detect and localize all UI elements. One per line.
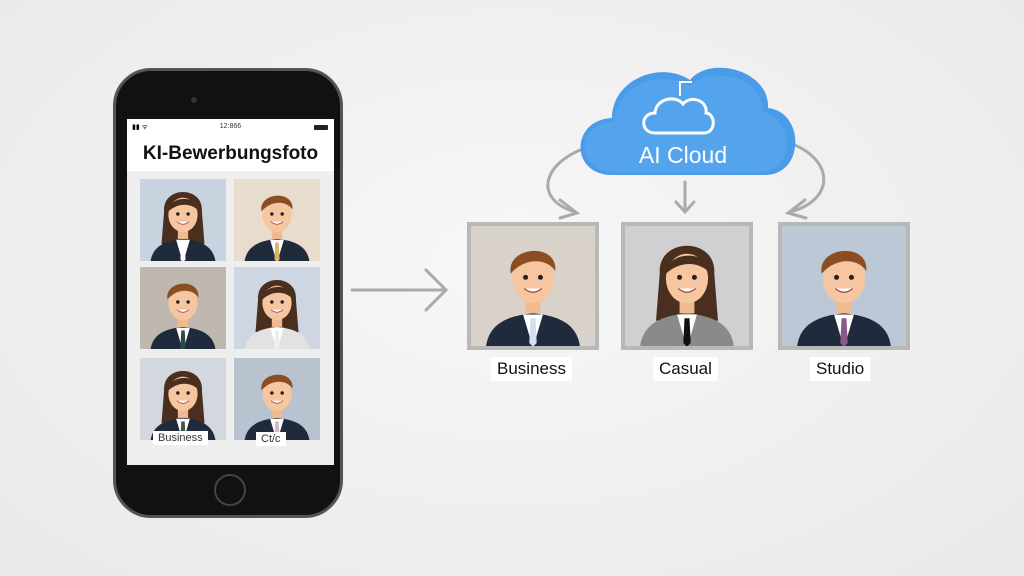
output-photo-business: [467, 222, 599, 350]
portrait-illustration: [234, 179, 320, 261]
thumbnail-label: Ct/c: [256, 432, 286, 446]
portrait-illustration: [234, 358, 320, 440]
smartphone: ▮▮ ᯤ 12:866 KI-Bewerbungsfoto: [113, 68, 343, 518]
cloud-shape: [580, 67, 796, 175]
output-label-business: Business: [491, 357, 572, 381]
cloud-to-studio-arrow: [784, 141, 826, 220]
portrait-illustration: [625, 226, 749, 346]
thumbnail-photo[interactable]: [140, 358, 226, 440]
cloud-label: AI Cloud: [638, 142, 728, 168]
battery-icon: [314, 125, 328, 130]
status-time: 12:866: [219, 123, 242, 130]
cloud-to-casual-arrow: [674, 180, 696, 215]
camera-dot: [191, 97, 197, 103]
portrait-illustration: [234, 267, 320, 349]
output-label-casual: Casual: [653, 357, 718, 381]
cloud-to-business-arrow: [546, 146, 587, 220]
photo-grid: Business Ct/c: [127, 171, 334, 465]
thumbnail-photo[interactable]: [140, 267, 226, 349]
thumbnail-photo[interactable]: [234, 179, 320, 261]
portrait-illustration: [782, 226, 906, 346]
home-button[interactable]: [214, 474, 246, 506]
thumbnail-photo[interactable]: [234, 358, 320, 440]
thumbnail-photo[interactable]: [140, 179, 226, 261]
phone-screen: ▮▮ ᯤ 12:866 KI-Bewerbungsfoto: [127, 119, 334, 465]
portrait-illustration: [471, 226, 595, 346]
thumbnail-photo[interactable]: [234, 267, 320, 349]
thumbnail-label: Business: [153, 431, 208, 445]
cloud-icon: [642, 81, 715, 135]
output-photo-casual: [621, 222, 753, 350]
output-photo-studio: [778, 222, 910, 350]
portrait-illustration: [140, 267, 226, 349]
portrait-illustration: [140, 358, 226, 440]
app-title: KI-Bewerbungsfoto: [142, 143, 319, 164]
signal-icon: ▮▮ ᯤ: [132, 124, 149, 131]
output-label-studio: Studio: [810, 357, 871, 381]
portrait-illustration: [140, 179, 226, 261]
phone-to-results-arrow: [350, 268, 449, 312]
